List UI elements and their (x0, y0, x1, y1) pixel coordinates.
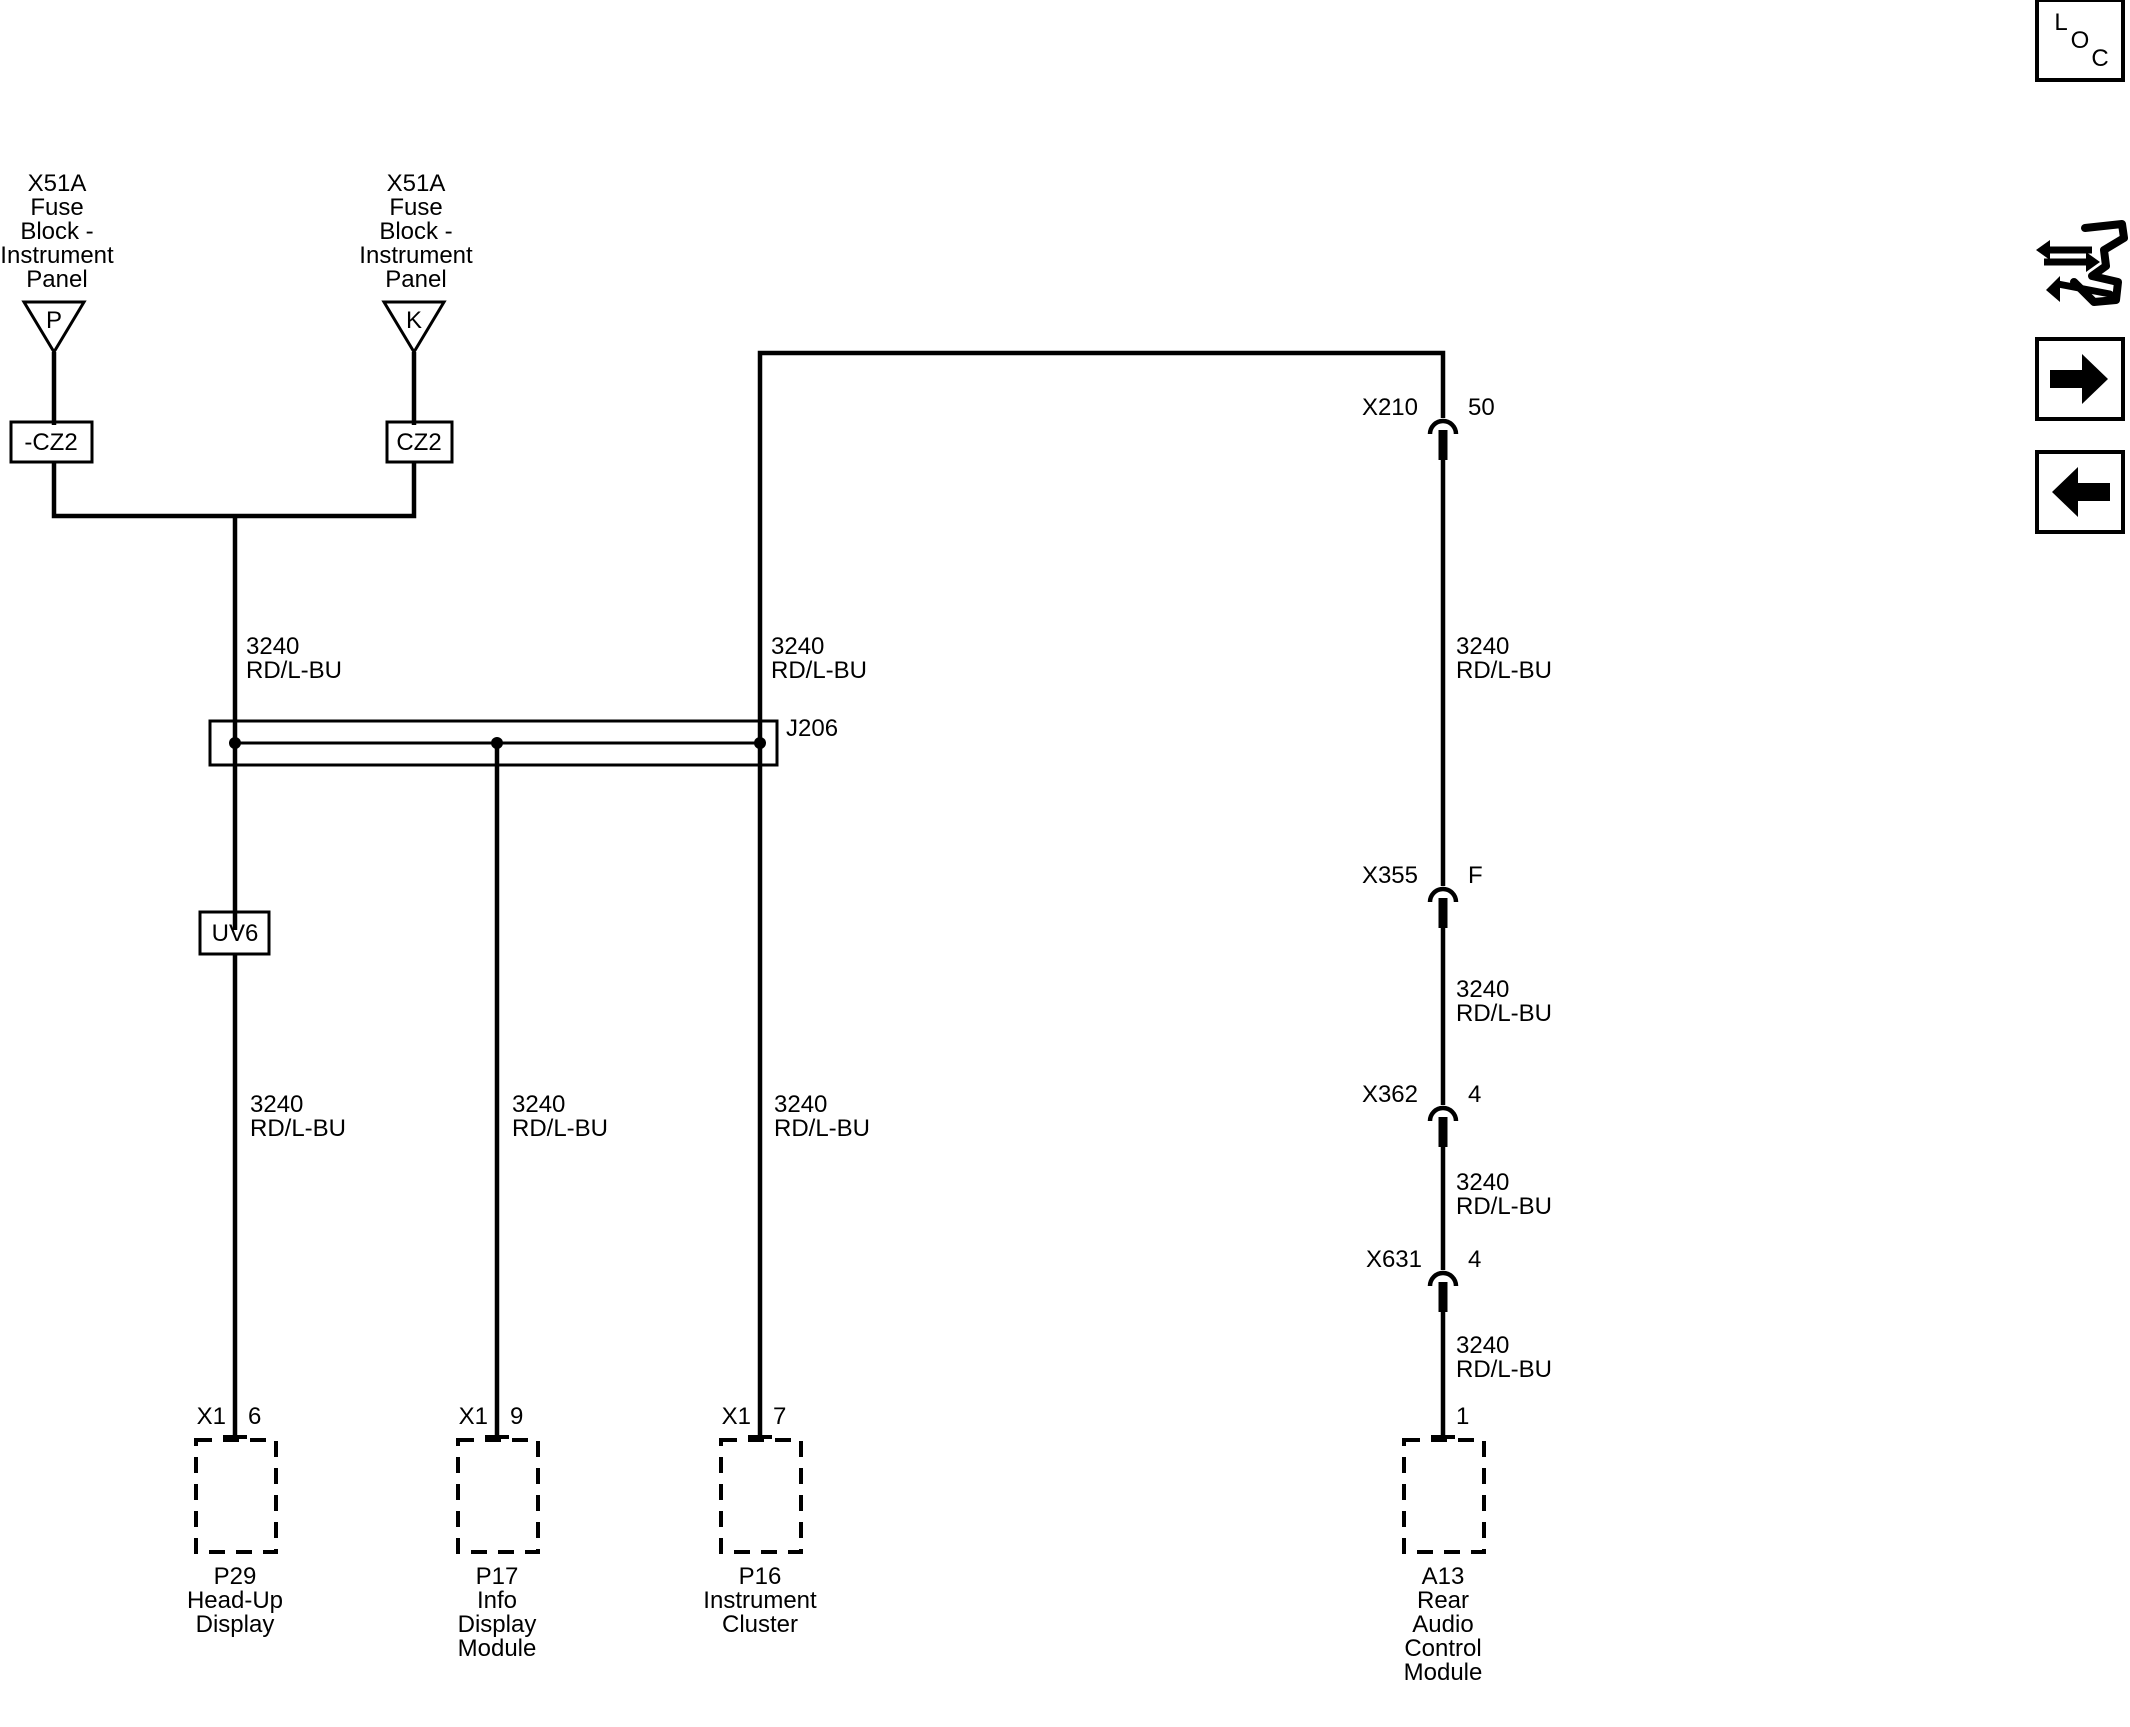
module-name: P17 (476, 1563, 519, 1590)
connector-name: X362 (1362, 1081, 1418, 1108)
wire-color-label: RD/L-BU (774, 1115, 870, 1142)
connector-box (385, 420, 454, 464)
module-name: Display (458, 1611, 537, 1638)
wire-color-label: RD/L-BU (1456, 1000, 1552, 1027)
connector-pin: 50 (1468, 394, 1495, 421)
connector-box (9, 420, 94, 464)
module-name: P29 (214, 1563, 257, 1590)
module-name: Display (196, 1611, 275, 1638)
wire-color-label: RD/L-BU (771, 657, 867, 684)
circuit-wires (51, 350, 1446, 1435)
connector-name: X355 (1362, 862, 1418, 889)
wire-color-label: RD/L-BU (1456, 1193, 1552, 1220)
module-name: Audio (1412, 1611, 1473, 1638)
module-box (456, 1438, 540, 1554)
module-box (194, 1438, 278, 1554)
wire-circuit-label: 3240 (246, 633, 299, 660)
connector-pin: F (1468, 862, 1483, 889)
fuse-block-name: Block - (20, 218, 93, 245)
wire-circuit-label: 3240 (1456, 633, 1509, 660)
fuse-block-name: Panel (385, 266, 446, 293)
wire-circuit-label: 3240 (1456, 1169, 1509, 1196)
option-box-uv6: UV6 (198, 910, 271, 956)
module-connector: X1 (722, 1403, 751, 1430)
module-name: P16 (739, 1563, 782, 1590)
fuse-block-name: Block - (379, 218, 452, 245)
module-name: A13 (1422, 1563, 1465, 1590)
wire-circuit-label: 3240 (771, 633, 824, 660)
module-connector: X1 (197, 1403, 226, 1430)
module-p17-info-display-module: X1 9 P17 Info Display Module (456, 1403, 540, 1662)
fuse-block-name: Fuse (389, 194, 442, 221)
fuse-terminal-symbol (21, 300, 87, 355)
option-label: UV6 (212, 920, 259, 947)
fuse-block-k: X51A Fuse Block - Instrument Panel K CZ2 (359, 170, 473, 464)
splice-label: J206 (786, 715, 838, 742)
loc-letter: O (2071, 27, 2090, 54)
module-p29-head-up-display: X1 6 P29 Head-Up Display (187, 1403, 283, 1638)
module-pin: 6 (248, 1403, 261, 1430)
wire-circuit-label: 3240 (512, 1091, 565, 1118)
connector-label: -CZ2 (24, 429, 77, 456)
previous-page-button[interactable] (2035, 450, 2125, 534)
connector-pin: 4 (1468, 1081, 1481, 1108)
module-name: Head-Up (187, 1587, 283, 1614)
wire-color-label: RD/L-BU (1456, 657, 1552, 684)
module-name: Instrument (703, 1587, 817, 1614)
fuse-terminal-symbol (381, 300, 447, 355)
wire-color-label: RD/L-BU (1456, 1356, 1552, 1383)
wire-circuit-label: 3240 (250, 1091, 303, 1118)
inline-connector-x355: X355 F (1362, 862, 1483, 928)
component-locator-button[interactable]: L O C (2035, 0, 2125, 82)
side-toolbar: L O C (2035, 0, 2128, 534)
module-pin: 7 (773, 1403, 786, 1430)
fuse-block-name: X51A (28, 170, 87, 197)
fuse-block-name: Panel (26, 266, 87, 293)
module-name: Module (1404, 1659, 1483, 1686)
fuse-block-name: Fuse (30, 194, 83, 221)
wire-labels: 3240 RD/L-BU 3240 RD/L-BU 3240 RD/L-BU 3… (246, 633, 1552, 1383)
inline-connector-x210: X210 50 (1362, 394, 1495, 460)
wire-circuit-label: 3240 (1456, 1332, 1509, 1359)
module-pin: 9 (510, 1403, 523, 1430)
fuse-terminal-label: K (406, 307, 422, 334)
harness-routing-icon[interactable] (2036, 220, 2128, 306)
module-name: Info (477, 1587, 517, 1614)
next-page-button[interactable] (2035, 337, 2125, 421)
connector-label: CZ2 (396, 429, 441, 456)
module-connector: X1 (459, 1403, 488, 1430)
splice-pack-j206: J206 (208, 715, 838, 767)
module-box (1402, 1438, 1486, 1554)
module-name: Cluster (722, 1611, 798, 1638)
right-arrow-icon (2050, 354, 2108, 404)
wire-circuit-label: 3240 (774, 1091, 827, 1118)
module-box (719, 1438, 803, 1554)
wire-color-label: RD/L-BU (246, 657, 342, 684)
module-a13-rear-audio-control-module: 1 A13 Rear Audio Control Module (1402, 1403, 1486, 1686)
loc-letter: C (2091, 45, 2108, 72)
module-p16-instrument-cluster: X1 7 P16 Instrument Cluster (703, 1403, 817, 1638)
wire-color-label: RD/L-BU (250, 1115, 346, 1142)
inline-connector-x631: X631 4 (1366, 1246, 1481, 1312)
wire-color-label: RD/L-BU (512, 1115, 608, 1142)
connector-pin: 4 (1468, 1246, 1481, 1273)
module-name: Module (458, 1635, 537, 1662)
inline-connector-x362: X362 4 (1362, 1081, 1481, 1147)
connector-name: X210 (1362, 394, 1418, 421)
module-name: Rear (1417, 1587, 1469, 1614)
fuse-block-p: X51A Fuse Block - Instrument Panel P -CZ… (0, 170, 114, 464)
fuse-block-name: X51A (387, 170, 446, 197)
fuse-terminal-label: P (46, 307, 62, 334)
loc-letter: L (2054, 9, 2067, 36)
fuse-block-name: Instrument (359, 242, 473, 269)
module-pin: 1 (1456, 1403, 1469, 1430)
left-arrow-icon (2052, 467, 2110, 517)
module-name: Control (1404, 1635, 1481, 1662)
fuse-block-name: Instrument (0, 242, 114, 269)
connector-name: X631 (1366, 1246, 1422, 1273)
wire-circuit-label: 3240 (1456, 976, 1509, 1003)
